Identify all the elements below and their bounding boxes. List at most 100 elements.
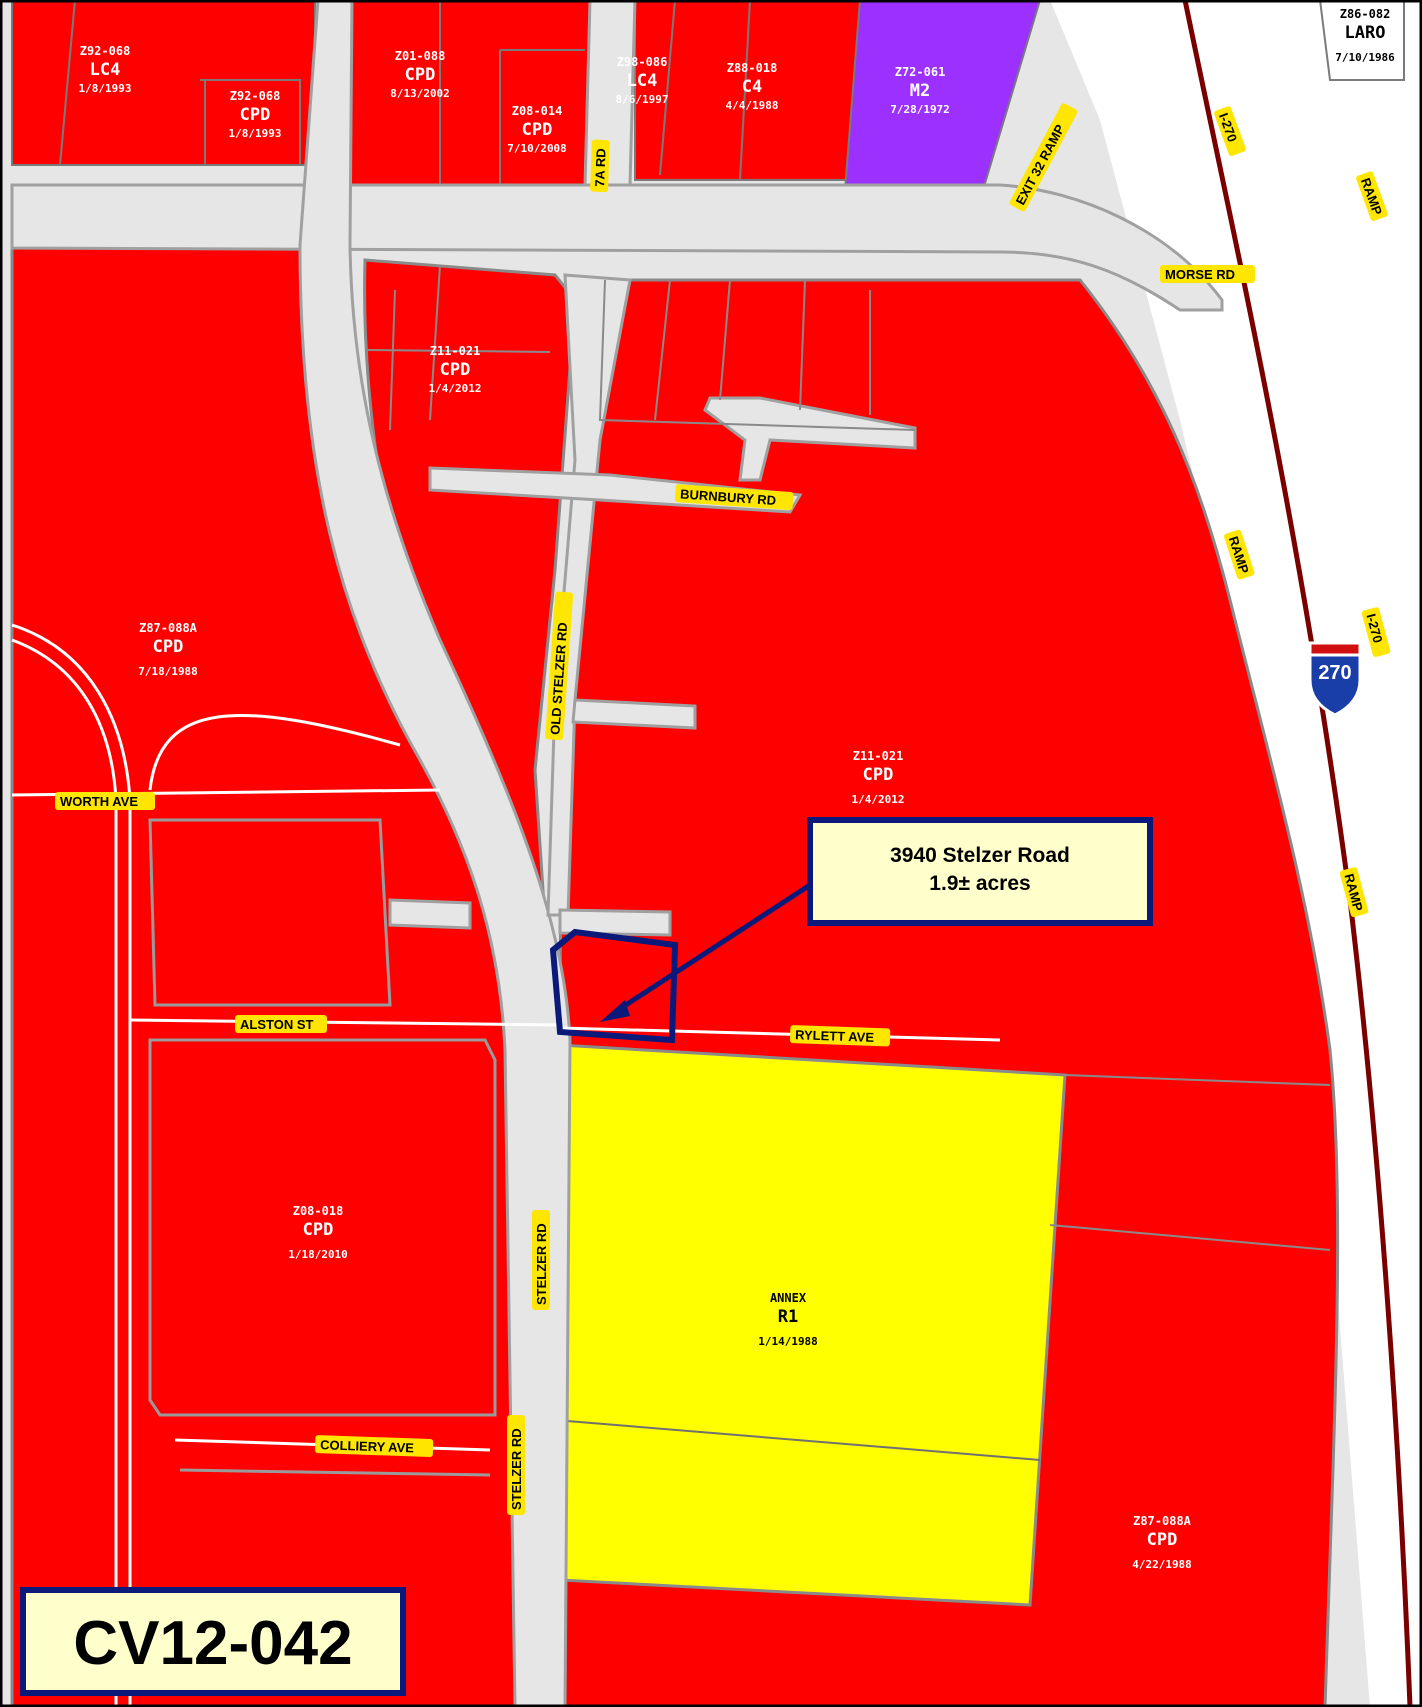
zone-label: Z11-021 CPD 1/4/2012: [429, 344, 482, 395]
svg-text:M2: M2: [910, 81, 930, 101]
svg-text:CPD: CPD: [522, 120, 553, 140]
zone-label: Z92-068 CPD 1/8/1993: [229, 89, 282, 140]
svg-text:LARO: LARO: [1345, 23, 1386, 43]
zone-label: Z72-061 M2 7/28/1972: [890, 65, 950, 116]
svg-text:COLLIERY AVE: COLLIERY AVE: [320, 1437, 415, 1455]
residential-divider: [554, 1419, 1041, 1461]
case-number-box: CV12-042: [20, 1587, 406, 1696]
svg-text:MORSE RD: MORSE RD: [1165, 267, 1235, 282]
svg-text:CPD: CPD: [153, 637, 184, 657]
road-label-old-stelzer: OLD STELZER RD: [545, 591, 574, 741]
callout-address: 3940 Stelzer Road: [890, 844, 1070, 867]
site-callout: 3940 Stelzer Road 1.9± acres: [807, 817, 1153, 926]
zone-label: Z01-088 CPD 8/13/2002: [390, 49, 450, 100]
svg-text:Z11-021: Z11-021: [853, 749, 904, 763]
svg-text:7/18/1988: 7/18/1988: [138, 665, 198, 678]
svg-text:7A RD: 7A RD: [592, 148, 608, 187]
svg-text:RYLETT AVE: RYLETT AVE: [795, 1027, 875, 1045]
svg-text:C4: C4: [742, 77, 762, 97]
stub-road-2: [388, 898, 472, 930]
svg-text:CPD: CPD: [405, 65, 436, 85]
svg-text:Z98-086: Z98-086: [617, 55, 668, 69]
svg-text:LC4: LC4: [90, 60, 121, 80]
svg-text:Z01-088: Z01-088: [395, 49, 446, 63]
svg-text:4/4/1988: 4/4/1988: [726, 99, 779, 112]
svg-text:I-270: I-270: [1363, 612, 1385, 645]
svg-text:STELZER RD: STELZER RD: [509, 1428, 524, 1510]
residential-parcel: [558, 1043, 1067, 1607]
case-number: CV12-042: [73, 1609, 352, 1678]
svg-text:8/6/1997: 8/6/1997: [616, 93, 669, 106]
road-label-morse: MORSE RD: [1160, 265, 1255, 283]
svg-text:1/4/2012: 1/4/2012: [429, 382, 482, 395]
road-label-i270-b: I-270: [1361, 607, 1391, 657]
svg-text:CPD: CPD: [440, 360, 471, 380]
svg-text:CPD: CPD: [240, 105, 271, 125]
road-label-burnbury: BURNBURY RD: [674, 484, 794, 511]
stelzer-rd: [298, 0, 572, 1707]
cul-de-sac: [703, 396, 917, 482]
svg-text:8/13/2002: 8/13/2002: [390, 87, 450, 100]
svg-text:WORTH AVE: WORTH AVE: [60, 794, 138, 809]
svg-text:CPD: CPD: [1147, 1530, 1178, 1550]
svg-text:ANNEX: ANNEX: [770, 1291, 807, 1305]
east-parcel-lines: [364, 264, 1331, 1251]
callout-acreage: 1.9± acres: [929, 872, 1030, 895]
zoning-labels: Z92-068 LC4 1/8/1993 Z92-068 CPD 1/8/199…: [79, 7, 1396, 1571]
road-label-colliery: COLLIERY AVE: [314, 1435, 434, 1458]
svg-text:R1: R1: [778, 1307, 798, 1327]
stub-road-1: [571, 698, 697, 730]
road-label-rylett: RYLETT AVE: [789, 1025, 891, 1047]
zone-label: Z08-018 CPD 1/18/2010: [288, 1204, 348, 1261]
svg-text:CPD: CPD: [303, 1220, 334, 1240]
roads: [10, 0, 1224, 1707]
svg-text:4/22/1988: 4/22/1988: [1132, 1558, 1192, 1571]
svg-text:Z11-021: Z11-021: [430, 344, 481, 358]
west-parcel-outlines: [148, 818, 497, 1477]
svg-text:Z92-068: Z92-068: [80, 44, 131, 58]
svg-text:7/28/1972: 7/28/1972: [890, 103, 950, 116]
east-open-area: [1050, 0, 1422, 1707]
svg-text:BURNBURY RD: BURNBURY RD: [680, 486, 777, 508]
site-outline: [549, 928, 679, 1044]
zone-label: Z08-014 CPD 7/10/2008: [507, 104, 567, 155]
interstate-shield-icon: 270: [1308, 641, 1362, 717]
svg-text:7/10/1986: 7/10/1986: [1335, 51, 1395, 64]
zone-label: ANNEX R1 1/14/1988: [758, 1291, 818, 1348]
svg-text:Z87-088A: Z87-088A: [139, 621, 198, 635]
svg-text:1/8/1993: 1/8/1993: [229, 127, 282, 140]
svg-text:Z86-082: Z86-082: [1340, 7, 1391, 21]
road-label-stelzer-a: STELZER RD: [532, 1210, 550, 1310]
svg-text:1/8/1993: 1/8/1993: [79, 82, 132, 95]
svg-text:Z88-018: Z88-018: [727, 61, 778, 75]
svg-text:LC4: LC4: [627, 71, 658, 91]
callout-arrow-icon: [600, 882, 812, 1022]
zone-label: Z87-088A CPD 4/22/1988: [1132, 1514, 1192, 1571]
zone-label: Z92-068 LC4 1/8/1993: [79, 44, 132, 95]
svg-text:Z08-014: Z08-014: [512, 104, 563, 118]
svg-text:Z92-068: Z92-068: [230, 89, 281, 103]
svg-text:Z08-018: Z08-018: [293, 1204, 344, 1218]
north-side-rd: [583, 0, 637, 187]
shield-number: 270: [1318, 662, 1351, 684]
svg-text:STELZER RD: STELZER RD: [534, 1223, 549, 1305]
svg-text:ALSTON ST: ALSTON ST: [240, 1017, 313, 1032]
road-label-worth: WORTH AVE: [55, 792, 155, 810]
road-label-north-side: 7A RD: [590, 139, 610, 193]
svg-text:1/18/2010: 1/18/2010: [288, 1248, 348, 1261]
svg-text:Z87-088A: Z87-088A: [1133, 1514, 1192, 1528]
svg-text:7/10/2008: 7/10/2008: [507, 142, 567, 155]
road-labels: MORSE RD EXIT 32 RAMP I-270 RAMP RAMP I-…: [55, 103, 1391, 1625]
svg-text:CPD: CPD: [863, 765, 894, 785]
stub-road-3: [558, 908, 672, 937]
zone-label: Z86-082 LARO 7/10/1986: [1335, 7, 1395, 64]
zone-label: Z87-088A CPD 7/18/1988: [138, 621, 198, 678]
svg-text:1/4/2012: 1/4/2012: [852, 793, 905, 806]
road-label-alston: ALSTON ST: [235, 1015, 327, 1033]
svg-text:Z72-061: Z72-061: [895, 65, 946, 79]
zone-label: Z98-086 LC4 8/6/1997: [616, 55, 669, 106]
zone-label: Z11-021 CPD 1/4/2012: [852, 749, 905, 806]
zone-label: Z88-018 C4 4/4/1988: [726, 61, 779, 112]
